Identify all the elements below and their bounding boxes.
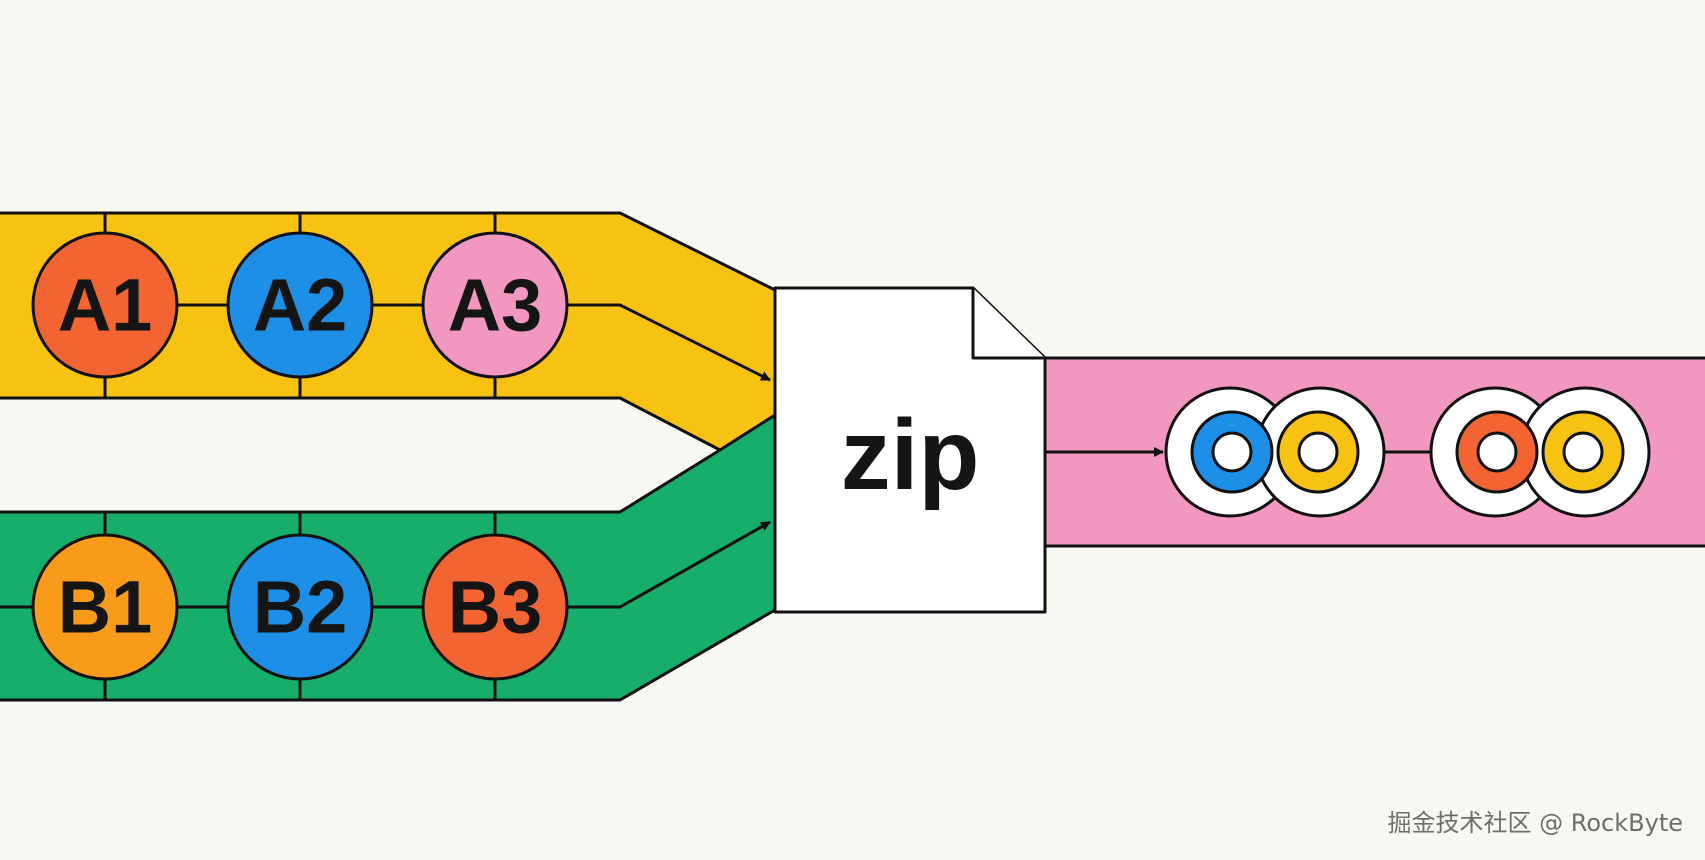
stream-a-node-a1: A1 xyxy=(31,231,179,379)
pair-ring-hole xyxy=(1562,431,1604,473)
zip-file-label: zip xyxy=(841,399,980,511)
node-circle xyxy=(421,533,569,681)
zip-file-folded-corner xyxy=(971,288,1045,360)
stream-b-arrow xyxy=(565,520,771,609)
output-pair-1 xyxy=(1164,386,1386,518)
node-label: B2 xyxy=(253,566,348,649)
node-circle xyxy=(226,533,374,681)
output-pair-2 xyxy=(1429,386,1651,518)
node-label: A1 xyxy=(58,264,153,347)
node-label: B3 xyxy=(448,566,543,649)
stream-b-node-b3: B3 xyxy=(421,533,569,681)
stream-a-node-a2: A2 xyxy=(226,231,374,379)
node-circle xyxy=(421,231,569,379)
pair-ring-hole xyxy=(1211,431,1253,473)
node-label: A2 xyxy=(253,264,348,347)
node-circle xyxy=(31,533,179,681)
node-label: A3 xyxy=(448,264,543,347)
stream-a-node-a3: A3 xyxy=(421,231,569,379)
pair-ring-hole xyxy=(1476,431,1518,473)
node-circle xyxy=(226,231,374,379)
stream-b-node-b2: B2 xyxy=(226,533,374,681)
zip-file-icon: zip xyxy=(773,286,1047,614)
watermark-text: 掘金技术社区 @ RockByte xyxy=(1387,809,1683,837)
zip-file-body xyxy=(773,286,1047,614)
pair-ring-hole xyxy=(1297,431,1339,473)
stream-b-node-b1: B1 xyxy=(31,533,179,681)
stream-a-arrow xyxy=(565,303,771,382)
node-label: B1 xyxy=(58,566,153,649)
node-circle xyxy=(31,231,179,379)
